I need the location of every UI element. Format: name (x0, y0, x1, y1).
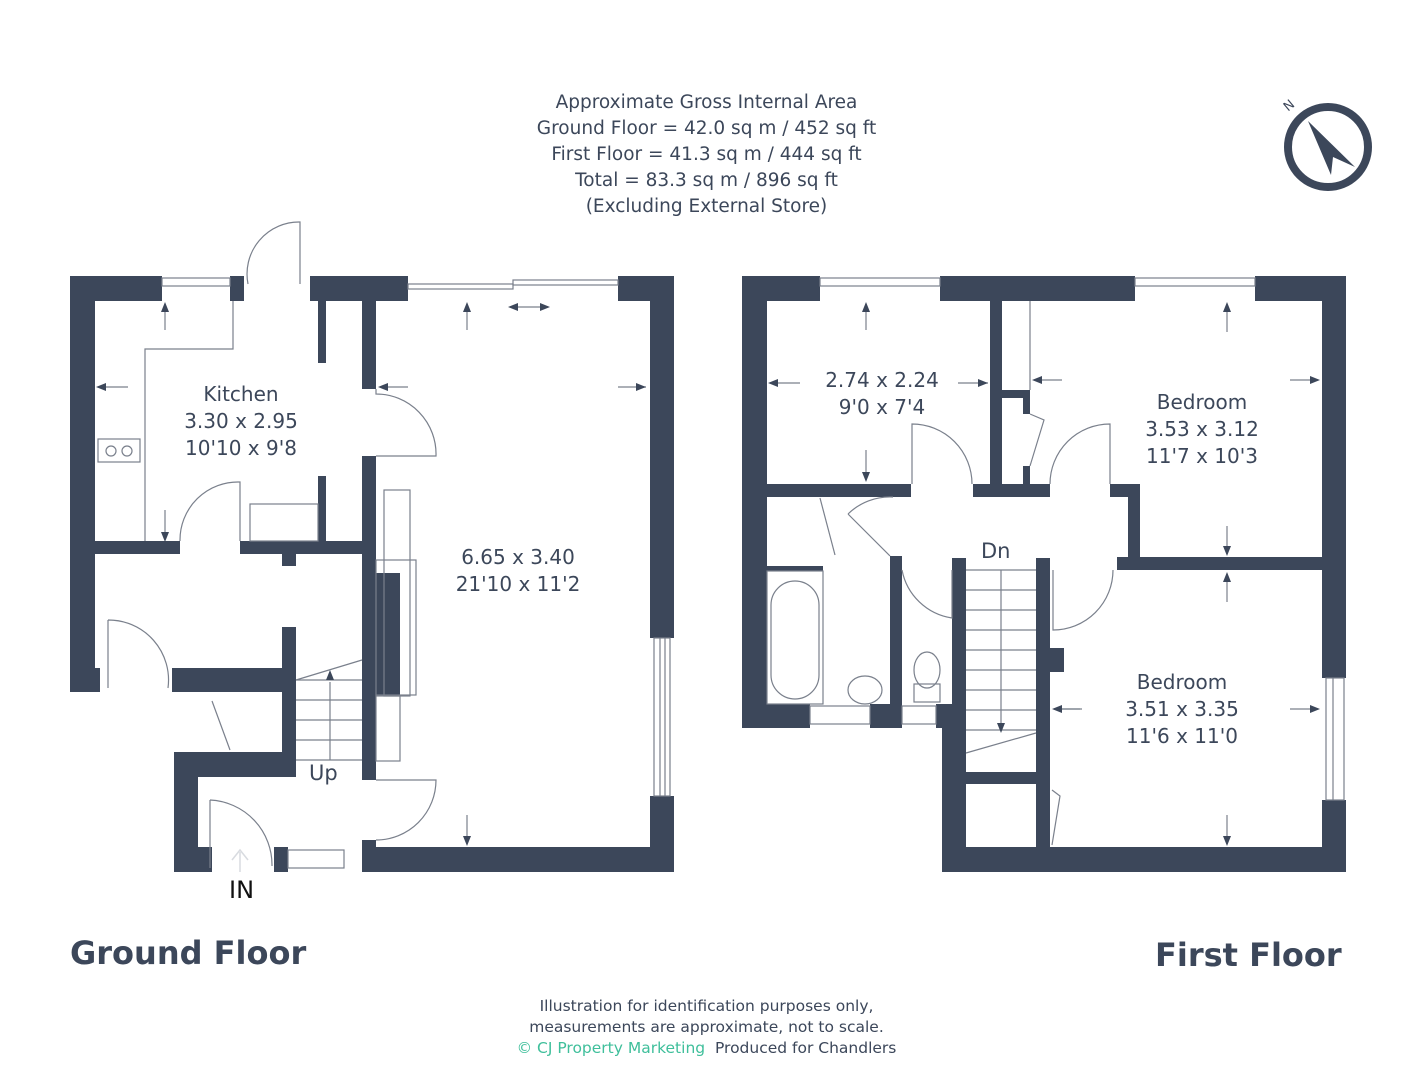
room-name: Bedroom (1156, 390, 1248, 414)
disclaimer: Illustration for identification purposes… (0, 996, 1413, 1059)
credits: © CJ Property Marketing Produced for Cha… (0, 1038, 1413, 1059)
total-area: Total = 83.3 sq m / 896 sq ft (575, 170, 838, 191)
entrance-label: IN (229, 876, 255, 904)
room-living: 6.65 x 3.40 21'10 x 11'2 (456, 544, 581, 598)
produced-for: Produced for Chandlers (714, 1039, 897, 1057)
area-heading: Approximate Gross Internal Area (555, 92, 858, 113)
entrance-arrow-icon (231, 848, 249, 872)
first-floor-arrowheads (768, 302, 1320, 846)
room-imperial: 21'10 x 11'2 (455, 572, 581, 596)
brand-credit: © CJ Property Marketing (516, 1039, 706, 1057)
first-floor-walls (742, 276, 1346, 872)
room-kitchen: Kitchen 3.30 x 2.95 10'10 x 9'8 (184, 381, 298, 462)
ground-floor-arrowheads (96, 302, 646, 846)
ground-floor-walls (70, 276, 674, 872)
room-metric: 3.30 x 2.95 (184, 409, 298, 433)
disclaimer-line-2: measurements are approximate, not to sca… (529, 1018, 884, 1036)
room-imperial: 9'0 x 7'4 (838, 395, 926, 419)
room-imperial: 11'7 x 10'3 (1146, 444, 1258, 468)
room-imperial: 11'6 x 11'0 (1126, 724, 1238, 748)
room-metric: 6.65 x 3.40 (461, 545, 575, 569)
room-metric: 2.74 x 2.24 (825, 368, 939, 392)
first-floor-title: First Floor (1155, 936, 1342, 974)
first-floor-area: First Floor = 41.3 sq m / 444 sq ft (551, 144, 862, 165)
room-name: Kitchen (203, 382, 279, 406)
room-metric: 3.53 x 3.12 (1145, 417, 1259, 441)
room-bedroom-1: Bedroom 3.51 x 3.35 11'6 x 11'0 (1125, 669, 1239, 750)
ground-floor-area: Ground Floor = 42.0 sq m / 452 sq ft (536, 118, 877, 139)
disclaimer-line-1: Illustration for identification purposes… (539, 997, 874, 1015)
area-note: (Excluding External Store) (585, 196, 828, 217)
room-imperial: 10'10 x 9'8 (185, 436, 297, 460)
ground-floor-lines (97, 221, 671, 869)
stairs-up-label: Up (309, 761, 338, 785)
north-arrow-icon: N (1280, 95, 1375, 195)
stairs-down-label: Dn (981, 539, 1011, 563)
room-bedroom-small: 2.74 x 2.24 9'0 x 7'4 (825, 367, 939, 421)
ground-floor-title: Ground Floor (70, 934, 307, 972)
room-name: Bedroom (1136, 670, 1228, 694)
gross-internal-area: Approximate Gross Internal Area Ground F… (0, 90, 1413, 220)
room-metric: 3.51 x 3.35 (1125, 697, 1239, 721)
room-bedroom-2: Bedroom 3.53 x 3.12 11'7 x 10'3 (1145, 389, 1259, 470)
